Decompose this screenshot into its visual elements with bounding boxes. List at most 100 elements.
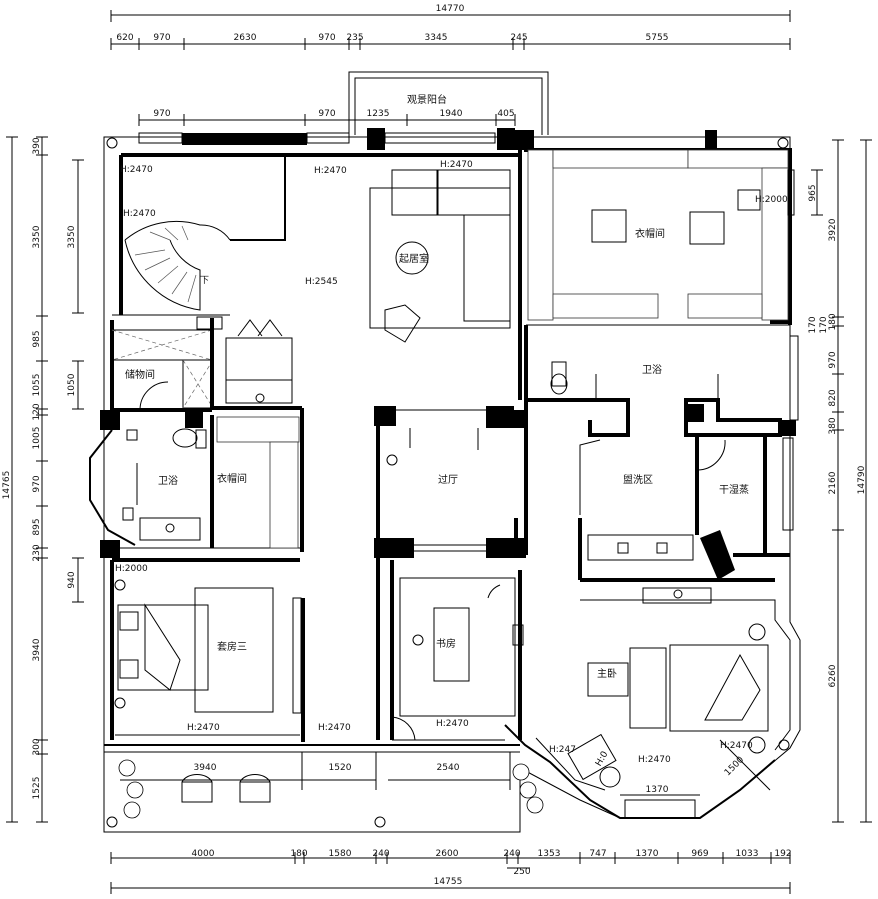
right-inner-dim-2: 170 (819, 316, 829, 333)
bottom-dim-8: 1370 (636, 849, 659, 859)
bottom-dim-6: 1353 (538, 849, 561, 859)
master-bedroom: 主卧 H:2470 H:247 H:2470 H:0 (504, 587, 791, 819)
cloakroom-1: 衣帽间 H:2000 (526, 149, 795, 326)
bottom-dim-3: 240 (372, 849, 389, 859)
storage-label: 储物间 (125, 368, 155, 381)
right-inner-dim-0: 965 (808, 184, 818, 201)
right-dim-5: 2160 (828, 471, 838, 494)
bath2-label: 卫浴 (642, 364, 662, 376)
bath-left: 卫浴 (89, 410, 300, 558)
right-dim-2: 970 (828, 351, 838, 368)
height-label-main: H:2545 (305, 277, 338, 287)
bottom-total-dim: 14755 (434, 877, 463, 887)
suite3-label: 套房三 (217, 640, 247, 653)
hall: 过厅 (374, 406, 526, 740)
height-label-corridor: H:2470 (314, 166, 347, 176)
sauna: 干湿蒸 (695, 435, 794, 580)
inner-dim-3: 1370 (646, 785, 669, 795)
sauna-label: 干湿蒸 (719, 484, 749, 496)
bottom-dim-2: 1580 (329, 849, 352, 859)
right-dimensions: 14790 3920 180 970 820 380 2160 6260 965… (808, 139, 872, 823)
washing-area: 盥洗区 (578, 439, 775, 582)
left-inner-dim-2: 940 (67, 571, 77, 588)
living-label: 起居室 (399, 252, 429, 265)
top-dim-7: 5755 (646, 33, 669, 43)
bottom-dim-11: 192 (774, 849, 791, 859)
top-dim-6: 245 (510, 33, 527, 43)
inner-dim-1: 1520 (329, 763, 352, 773)
left-dim-5: 1005 (32, 427, 42, 450)
study-label: 书房 (436, 637, 456, 650)
bath-right: 卫浴 (524, 325, 799, 555)
left-dim-8: 230 (32, 544, 42, 561)
right-dim-4: 380 (828, 417, 838, 434)
top-dim-3: 970 (318, 33, 335, 43)
height-label-master: H:2470 (638, 755, 671, 765)
terrace (118, 739, 771, 819)
top-inner-dim-4: 405 (497, 109, 514, 119)
master-label: 主卧 (597, 667, 617, 680)
height-label-stair1: H:2470 (120, 165, 153, 175)
left-dim-11: 1525 (32, 777, 42, 800)
height-label-suite3b: H:2470 (187, 723, 220, 733)
top-inner-dim-3: 1940 (440, 109, 463, 119)
balcony: 观景阳台 (348, 71, 549, 135)
left-total-dim: 14765 (2, 471, 12, 500)
height-label-master2: H:247 (549, 745, 576, 755)
left-dim-1: 3350 (32, 225, 42, 248)
bottom-extra-dim: 250 (513, 867, 530, 877)
left-dim-0: 390 (32, 137, 42, 154)
study: 书房 H:2470 (390, 560, 524, 741)
top-dimensions: 14770 620 970 2630 970 235 3345 245 5755… (110, 4, 791, 126)
top-dim-4: 235 (346, 33, 363, 43)
left-inner-dim-1: 1050 (67, 373, 77, 396)
bath1-label: 卫浴 (158, 475, 178, 487)
left-dim-7: 895 (32, 518, 42, 535)
top-total-dim: 14770 (436, 4, 465, 14)
bottom-dim-1: 180 (290, 849, 307, 859)
top-dim-1: 970 (153, 33, 170, 43)
left-inner-dim-0: 3350 (67, 225, 77, 248)
height-label-cloak1: H:2000 (755, 195, 788, 205)
height-label-stair2: H:2470 (123, 209, 156, 219)
svg-text:下: 下 (200, 276, 209, 286)
cloak2-label: 衣帽间 (217, 472, 247, 485)
washing-label: 盥洗区 (623, 474, 653, 486)
balcony-label: 观景阳台 (407, 93, 447, 106)
left-dim-6: 970 (32, 475, 42, 492)
living-room: 起居室 H:2470 H:2470 H:2545 (305, 160, 511, 343)
inner-dim-2: 2540 (437, 763, 460, 773)
inner-dim-4: 1500 (723, 755, 746, 778)
inner-dim-0: 3940 (194, 763, 217, 773)
bottom-dim-9: 969 (691, 849, 708, 859)
height-label-suite3a: H:2000 (115, 564, 148, 574)
bottom-dim-0: 4000 (192, 849, 215, 859)
left-dim-9: 3940 (32, 638, 42, 661)
left-dim-3: 1055 (32, 374, 42, 397)
stair-area: H:2470 H:2470 下 (112, 154, 286, 330)
height-label-master3: H:2470 (720, 741, 753, 751)
top-inner-dim-1: 970 (318, 109, 335, 119)
bottom-dim-7: 747 (589, 849, 606, 859)
top-dim-5: 3345 (425, 33, 448, 43)
right-dim-6: 6260 (828, 664, 838, 687)
cloakroom-2: 衣帽间 (212, 406, 304, 552)
height-label-corridor2: H:2470 (318, 723, 351, 733)
left-dim-4: 120 (32, 403, 42, 420)
bottom-dimensions: 4000 180 1580 240 2600 240 1353 747 1370… (110, 849, 792, 894)
cloak1-label: 衣帽间 (635, 227, 665, 240)
left-dimensions: 14765 390 3350 985 1055 120 1005 970 895… (2, 136, 84, 823)
right-dim-3: 820 (828, 389, 838, 406)
hall-label: 过厅 (438, 473, 458, 486)
height-label-study: H:2470 (436, 719, 469, 729)
top-dim-2: 2630 (234, 33, 257, 43)
right-dim-0: 3920 (828, 218, 838, 241)
suite-3: 套房三 H:2000 H:2470 H:2470 (112, 558, 351, 742)
bottom-dim-5: 240 (503, 849, 520, 859)
bottom-dim-4: 2600 (436, 849, 459, 859)
right-total-dim: 14790 (857, 465, 867, 494)
top-dim-0: 620 (116, 33, 133, 43)
top-inner-dim-2: 1235 (367, 109, 390, 119)
left-dim-10: 300 (32, 738, 42, 755)
